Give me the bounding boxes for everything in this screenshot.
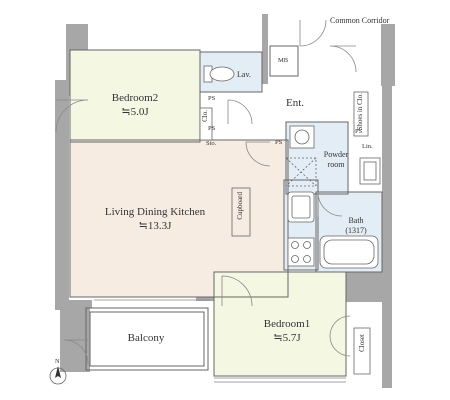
cupboard-label: Cupboard — [236, 192, 244, 220]
ps-kitchen-label: PS — [275, 139, 283, 146]
shoes-closet-box — [353, 91, 369, 137]
ps-top-label: PS — [208, 95, 216, 102]
small-closet-label: Clo. — [201, 110, 209, 122]
linen-label: Lin. — [362, 143, 373, 150]
balcony-name: Balcony — [127, 332, 165, 344]
powder-fixtures — [285, 125, 381, 187]
lav-label: Lav. — [237, 70, 251, 79]
shoes-closet-label: Shoes in Clo. — [356, 93, 364, 131]
ldk-name: Living Dining Kitchen — [104, 206, 206, 218]
closet-box — [353, 327, 371, 375]
wall-mb — [262, 14, 268, 84]
small-closet-box — [199, 107, 213, 141]
compass — [49, 366, 67, 385]
ldk-floor — [70, 140, 288, 297]
wall-right-top — [381, 24, 395, 86]
wall-right — [382, 86, 392, 388]
kitchen-fixtures — [287, 191, 315, 267]
toilet — [203, 65, 235, 83]
wall-balcony-top — [67, 300, 92, 308]
bedroom1-size: ≒5.7J — [273, 332, 301, 344]
bedroom2-name: Bedroom2 — [111, 92, 159, 104]
bedroom2-floor — [70, 50, 200, 142]
ps-hall-label: PS — [208, 125, 216, 132]
doors — [55, 19, 357, 365]
cupboard-box — [231, 187, 251, 237]
bathtub — [319, 235, 379, 269]
windows — [94, 299, 346, 383]
storage-label: Sto. — [206, 140, 217, 147]
powder-label-1: Powder — [323, 150, 349, 159]
bedroom1-floor — [214, 272, 346, 376]
wall-left — [55, 80, 69, 310]
bedroom2-size: ≒5.0J — [121, 106, 149, 118]
common-corridor-label: Common Corridor — [330, 16, 390, 25]
entrance-label: Ent. — [286, 97, 305, 109]
wall-left-lower — [60, 300, 90, 372]
bath-label-2: (1317) — [345, 226, 367, 235]
closet-label: Closet — [358, 334, 366, 352]
bath-label-1: Bath — [348, 216, 364, 225]
ldk-size: ≒13.3J — [138, 220, 172, 232]
ps-shoes-label: PS — [355, 128, 363, 135]
compass-north-label: N — [55, 358, 60, 365]
mb-label: MB — [278, 57, 289, 64]
bedroom1-name: Bedroom1 — [263, 318, 311, 330]
powder-label-2: room — [327, 160, 345, 169]
wall-right-block — [346, 270, 382, 302]
